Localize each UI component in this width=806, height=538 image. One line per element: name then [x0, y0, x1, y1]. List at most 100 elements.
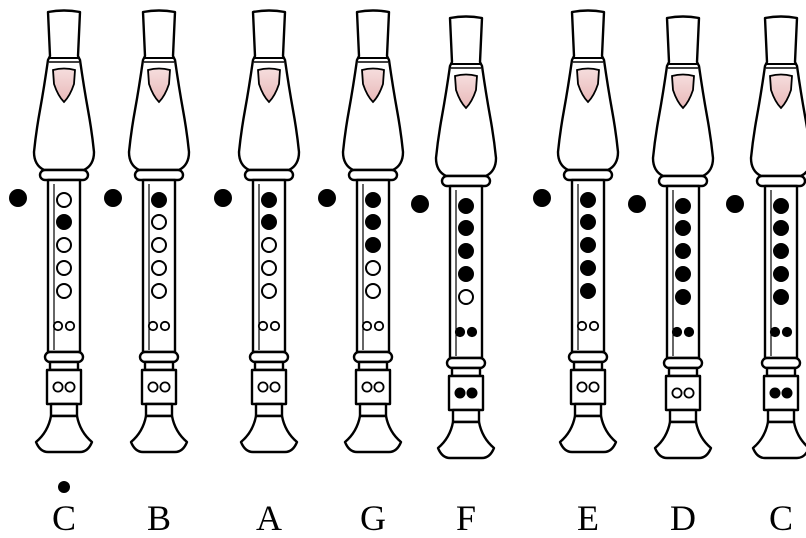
open-hole: [262, 261, 276, 275]
recorder-g-3: [318, 11, 403, 453]
closed-hole: [366, 215, 380, 229]
closed-hole: [459, 199, 473, 213]
foot-joint: [666, 376, 700, 410]
closed-double-hole: [783, 328, 791, 336]
open-foot-hole: [53, 382, 62, 391]
closed-double-hole: [771, 328, 779, 336]
note-label: B: [129, 500, 189, 536]
open-hole: [152, 284, 166, 298]
recorder-c-7: [726, 17, 806, 459]
open-foot-hole: [589, 382, 598, 391]
top-joint-ring: [564, 170, 612, 180]
closed-hole: [57, 215, 71, 229]
closed-foot-hole: [455, 388, 464, 397]
lower-joint-ring: [140, 352, 178, 362]
recorder-bell: [560, 416, 616, 452]
closed-hole: [774, 199, 788, 213]
open-hole: [366, 261, 380, 275]
recorder-f-4: [411, 17, 496, 459]
recorder-bell: [241, 416, 297, 452]
note-label: C: [34, 500, 94, 536]
open-foot-hole: [258, 382, 267, 391]
open-hole: [262, 284, 276, 298]
closed-hole: [366, 238, 380, 252]
thumb-hole-dot: [628, 195, 646, 213]
recorder-bell: [345, 416, 401, 452]
recorder-bell: [131, 416, 187, 452]
foot-joint: [356, 370, 390, 404]
open-hole: [152, 261, 166, 275]
top-joint-ring: [349, 170, 397, 180]
open-hole: [57, 193, 71, 207]
closed-double-hole: [673, 328, 681, 336]
open-hole: [459, 290, 473, 304]
thumb-hole-dot: [411, 195, 429, 213]
foot-joint: [142, 370, 176, 404]
open-foot-hole: [148, 382, 157, 391]
open-double-hole: [590, 322, 598, 330]
foot-joint: [571, 370, 605, 404]
closed-hole: [459, 244, 473, 258]
open-hole: [57, 261, 71, 275]
lower-joint-ring: [447, 358, 485, 368]
recorder-bell: [438, 422, 494, 458]
closed-foot-hole: [782, 388, 791, 397]
foot-joint: [252, 370, 286, 404]
closed-hole: [262, 193, 276, 207]
lower-joint-ring: [569, 352, 607, 362]
open-foot-hole: [684, 388, 693, 397]
closed-hole: [459, 221, 473, 235]
lower-joint-ring: [664, 358, 702, 368]
open-double-hole: [161, 322, 169, 330]
open-double-hole: [578, 322, 586, 330]
foot-joint: [47, 370, 81, 404]
recorder-bell: [655, 422, 711, 458]
note-label: F: [436, 500, 496, 536]
top-joint-ring: [757, 176, 805, 186]
open-double-hole: [259, 322, 267, 330]
foot-joint: [764, 376, 798, 410]
closed-hole: [676, 199, 690, 213]
closed-hole: [676, 267, 690, 281]
open-foot-hole: [374, 382, 383, 391]
lower-joint-ring: [250, 352, 288, 362]
octave-dot: [58, 481, 70, 493]
note-label: D: [653, 500, 713, 536]
closed-hole: [676, 221, 690, 235]
closed-foot-hole: [467, 388, 476, 397]
open-foot-hole: [65, 382, 74, 391]
closed-hole: [366, 193, 380, 207]
thumb-hole-dot: [533, 189, 551, 207]
thumb-hole-dot: [9, 189, 27, 207]
closed-hole: [676, 244, 690, 258]
recorder-c-0: [9, 11, 94, 494]
open-double-hole: [54, 322, 62, 330]
open-hole: [152, 238, 166, 252]
closed-hole: [774, 267, 788, 281]
open-hole: [152, 215, 166, 229]
closed-hole: [581, 238, 595, 252]
closed-hole: [152, 193, 166, 207]
top-joint-ring: [442, 176, 490, 186]
closed-foot-hole: [770, 388, 779, 397]
lower-joint-ring: [762, 358, 800, 368]
closed-hole: [581, 193, 595, 207]
thumb-hole-dot: [104, 189, 122, 207]
note-label: C: [751, 500, 806, 536]
open-double-hole: [66, 322, 74, 330]
recorder-bell: [753, 422, 806, 458]
thumb-hole-dot: [318, 189, 336, 207]
top-joint-ring: [40, 170, 88, 180]
closed-hole: [581, 284, 595, 298]
recorder-bell: [36, 416, 92, 452]
closed-hole: [774, 221, 788, 235]
closed-hole: [459, 267, 473, 281]
lower-joint-ring: [354, 352, 392, 362]
closed-hole: [581, 261, 595, 275]
open-foot-hole: [270, 382, 279, 391]
foot-joint: [449, 376, 483, 410]
closed-hole: [774, 244, 788, 258]
closed-double-hole: [456, 328, 464, 336]
recorder-d-6: [628, 17, 713, 459]
